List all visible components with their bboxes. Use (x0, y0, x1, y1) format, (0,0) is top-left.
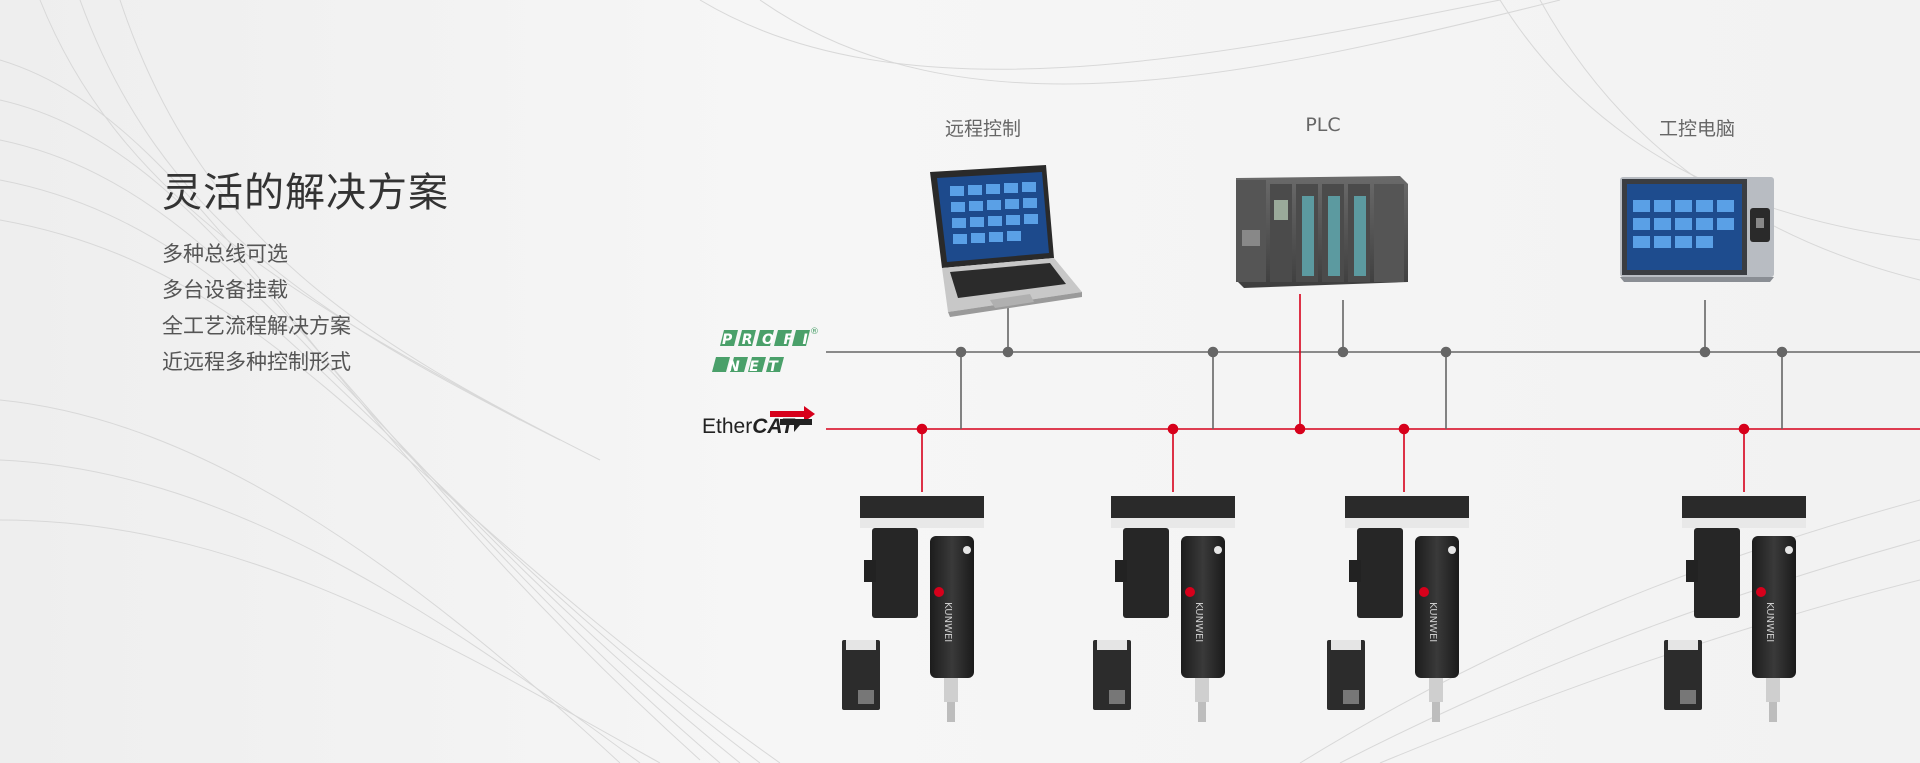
servo-brand-text: KUNWEI (1193, 602, 1204, 642)
profinet-logo-text: PROFI (722, 332, 817, 348)
plc-label: PLC (1305, 114, 1341, 136)
ethercat-logo: EtherCAT (702, 406, 815, 438)
ethercat-logo-text: CAT (752, 415, 796, 438)
servo-brand-text: KUNWEI (1764, 602, 1775, 642)
servo-unit: KUNWEI (842, 496, 984, 722)
servo-brand-text: KUNWEI (1427, 602, 1438, 642)
servo-unit: KUNWEI (1664, 496, 1806, 722)
page-title: 灵活的解决方案 (162, 170, 449, 216)
svg-text:EtherCAT: EtherCAT (702, 415, 796, 438)
feature-item: 近远程多种控制形式 (162, 350, 351, 374)
industrial-pc-label: 工控电脑 (1658, 118, 1735, 140)
feature-item: 全工艺流程解决方案 (162, 314, 351, 338)
feature-item: 多台设备挂载 (162, 278, 288, 302)
profinet-logo-text: NET (728, 359, 787, 375)
servo-unit: KUNWEI (1327, 496, 1469, 722)
laptop-device (930, 165, 1082, 317)
ethercat-logo-text: Ether (702, 415, 752, 438)
industrial-pc-device (1620, 177, 1774, 282)
feature-item: 多种总线可选 (162, 242, 288, 266)
servo-unit: KUNWEI (1093, 496, 1235, 722)
profinet-logo: PROFI NET ® (712, 327, 819, 375)
remote-control-label: 远程控制 (944, 118, 1021, 140)
servo-brand-text: KUNWEI (942, 602, 953, 642)
feature-list: 多种总线可选 多台设备挂载 全工艺流程解决方案 近远程多种控制形式 (162, 236, 351, 380)
svg-text:®: ® (810, 327, 819, 337)
plc-device (1236, 176, 1408, 288)
